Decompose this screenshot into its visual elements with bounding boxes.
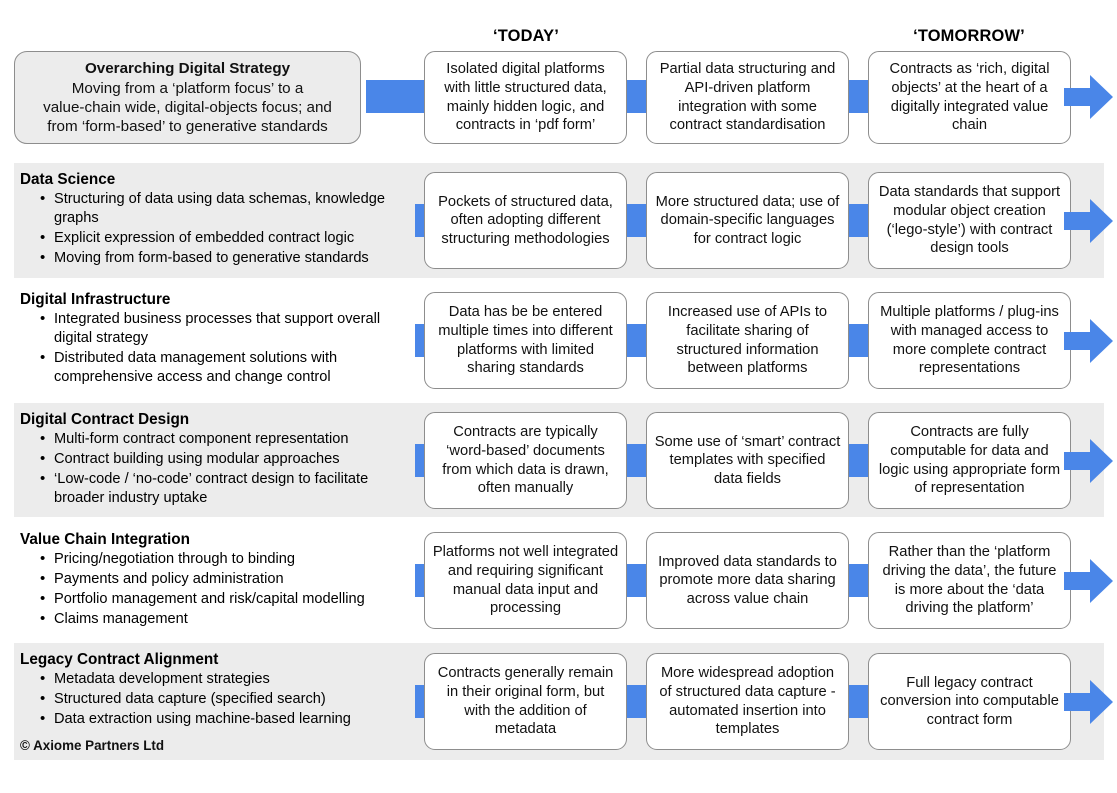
row-description-digital-contract-design: Digital Contract Design Multi-form contr… <box>20 410 412 509</box>
list-item: Payments and policy administration <box>40 569 412 589</box>
list-item: Distributed data management solutions wi… <box>40 348 412 387</box>
list-item: ‘Low-code / ‘no-code’ contract design to… <box>40 469 412 508</box>
row-bullet-list: Integrated business processes that suppo… <box>20 309 412 387</box>
list-item: Contract building using modular approach… <box>40 449 412 469</box>
list-item: Portfolio management and risk/capital mo… <box>40 589 412 609</box>
list-item: Metadata development strategies <box>40 669 412 689</box>
connector-header-0 <box>366 80 428 113</box>
arrow-right-icon-r3 <box>1064 436 1114 486</box>
stage-box-r3-tomorrow: Contracts are fully computable for data … <box>868 412 1071 509</box>
arrow-right-icon-header <box>1064 72 1114 122</box>
row-description-value-chain-integration: Value Chain Integration Pricing/negotiat… <box>20 530 412 630</box>
list-item: Moving from form-based to generative sta… <box>40 248 412 268</box>
stage-box-r1-tomorrow: Data standards that support modular obje… <box>868 172 1071 269</box>
stage-box-r1-today: Pockets of structured data, often adopti… <box>424 172 627 269</box>
list-item: Claims management <box>40 609 412 629</box>
stage-box-r2-transition: Increased use of APIs to facilitate shar… <box>646 292 849 389</box>
stage-box-r2-today: Data has be be entered multiple times in… <box>424 292 627 389</box>
row-description-digital-infrastructure: Digital Infrastructure Integrated busine… <box>20 290 412 388</box>
row-bullet-list: Structuring of data using data schemas, … <box>20 189 412 268</box>
row-bullet-list: Metadata development strategies Structur… <box>20 669 412 729</box>
row-description-legacy-contract-alignment: Legacy Contract Alignment Metadata devel… <box>20 650 412 730</box>
era-label-today: ‘TODAY’ <box>492 27 560 45</box>
list-item: Multi-form contract component representa… <box>40 429 412 449</box>
stage-box-r4-transition: Improved data standards to promote more … <box>646 532 849 629</box>
header-stage-box-tomorrow: Contracts as ‘rich, digital objects’ at … <box>868 51 1071 144</box>
row-description-data-science: Data Science Structuring of data using d… <box>20 170 412 269</box>
stage-box-r2-tomorrow: Multiple platforms / plug-ins with manag… <box>868 292 1071 389</box>
row-title: Digital Infrastructure <box>20 291 171 308</box>
strategy-title: Overarching Digital Strategy <box>84 59 291 77</box>
row-bullet-list: Multi-form contract component representa… <box>20 429 412 508</box>
era-label-tomorrow: ‘TOMORROW’ <box>913 27 1025 45</box>
stage-box-r3-transition: Some use of ‘smart’ contract templates w… <box>646 412 849 509</box>
stage-box-r5-today: Contracts generally remain in their orig… <box>424 653 627 750</box>
stage-box-r4-today: Platforms not well integrated and requir… <box>424 532 627 629</box>
list-item: Pricing/negotiation through to binding <box>40 549 412 569</box>
row-title: Value Chain Integration <box>20 531 190 548</box>
row-bullet-list: Pricing/negotiation through to binding P… <box>20 549 412 629</box>
stage-box-r5-tomorrow: Full legacy contract conversion into com… <box>868 653 1071 750</box>
arrow-right-icon-r2 <box>1064 316 1114 366</box>
row-title: Data Science <box>20 171 116 188</box>
header-stage-box-transition: Partial data structuring and API-driven … <box>646 51 849 144</box>
stage-box-r5-transition: More widespread adoption of structured d… <box>646 653 849 750</box>
list-item: Structured data capture (specified searc… <box>40 689 412 709</box>
list-item: Data extraction using machine-based lear… <box>40 709 412 729</box>
stage-box-r3-today: Contracts are typically ‘word-based’ doc… <box>424 412 627 509</box>
list-item: Structuring of data using data schemas, … <box>40 189 412 228</box>
row-title: Legacy Contract Alignment <box>20 651 219 668</box>
row-title: Digital Contract Design <box>20 411 190 428</box>
stage-box-r4-tomorrow: Rather than the ‘platform driving the da… <box>868 532 1071 629</box>
header-stage-box-today: Isolated digital platforms with little s… <box>424 51 627 144</box>
stage-box-r1-transition: More structured data; use of domain-spec… <box>646 172 849 269</box>
strategy-line-1: Moving from a ‘platform focus’ to a <box>71 79 304 97</box>
list-item: Explicit expression of embedded contract… <box>40 228 412 248</box>
arrow-right-icon-r5 <box>1064 677 1114 727</box>
strategy-line-3: from ‘form-based’ to generative standard… <box>47 118 328 136</box>
arrow-right-icon-r1 <box>1064 196 1114 246</box>
list-item: Integrated business processes that suppo… <box>40 309 412 348</box>
copyright-notice: © Axiome Partners Ltd <box>20 738 165 753</box>
strategy-line-2: value-chain wide, digital-objects focus;… <box>43 99 332 116</box>
arrow-right-icon-r4 <box>1064 556 1114 606</box>
overarching-strategy-box: Overarching Digital Strategy Moving from… <box>14 51 361 144</box>
